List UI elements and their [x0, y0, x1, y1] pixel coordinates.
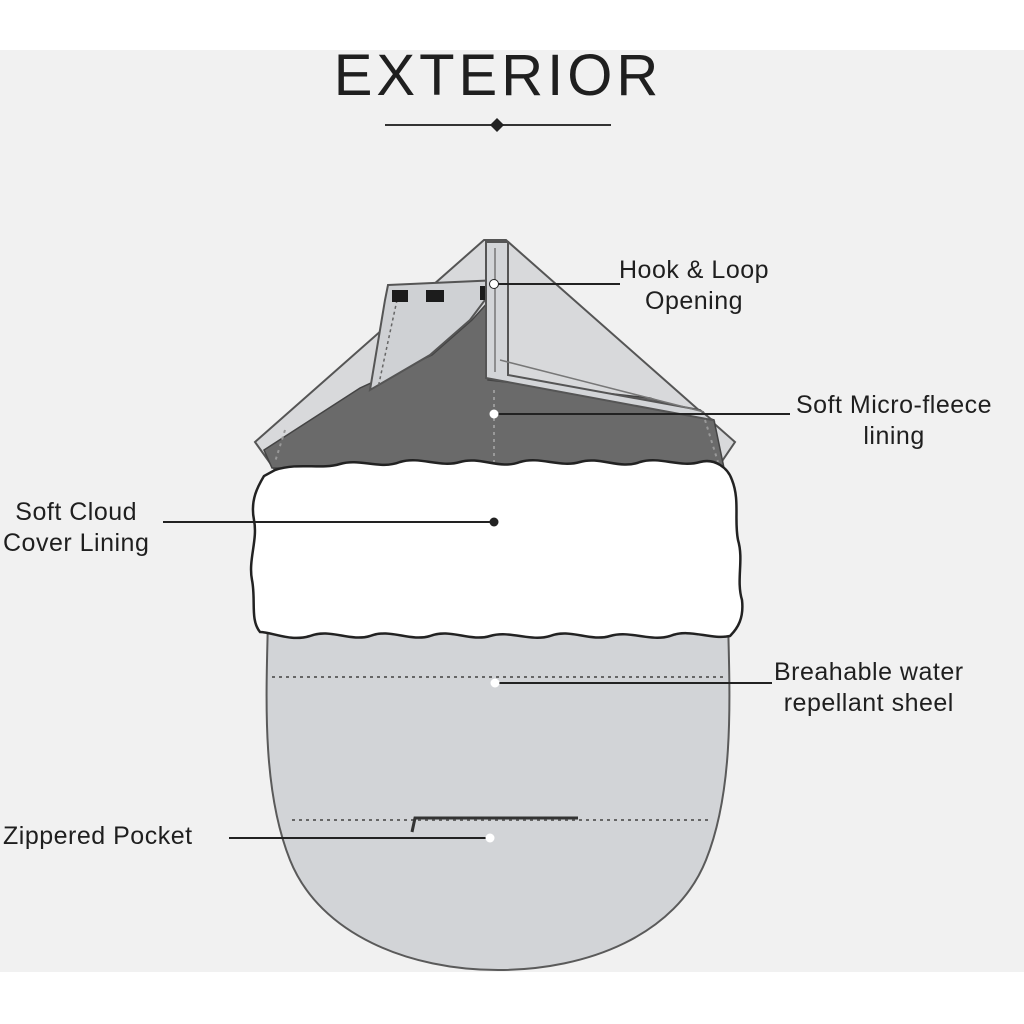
callout-cloud-cover: [163, 517, 499, 527]
title-divider: [385, 118, 611, 132]
callout-pocket: [229, 833, 495, 843]
hook-tab-1: [392, 290, 408, 302]
hook-tab-2: [426, 290, 444, 302]
callout-hook-loop: [489, 279, 620, 289]
label-hook-loop-opening: Hook & Loop Opening: [619, 256, 770, 315]
callout-water-shell: [490, 678, 772, 688]
footmuff-shell: [265, 619, 731, 972]
callout-micro-fleece: [489, 409, 790, 419]
page-title: EXTERIOR: [333, 43, 663, 108]
cloud-cover-lining: [249, 459, 744, 640]
label-water-repellant-shell: Breahable water repellant sheel: [774, 658, 964, 717]
label-cloud-cover-lining: Soft Cloud Cover Lining: [3, 498, 150, 557]
label-zippered-pocket: Zippered Pocket: [3, 822, 193, 850]
zipper-pocket: [410, 816, 578, 833]
label-micro-fleece-lining: Soft Micro-fleece lining: [796, 391, 993, 450]
